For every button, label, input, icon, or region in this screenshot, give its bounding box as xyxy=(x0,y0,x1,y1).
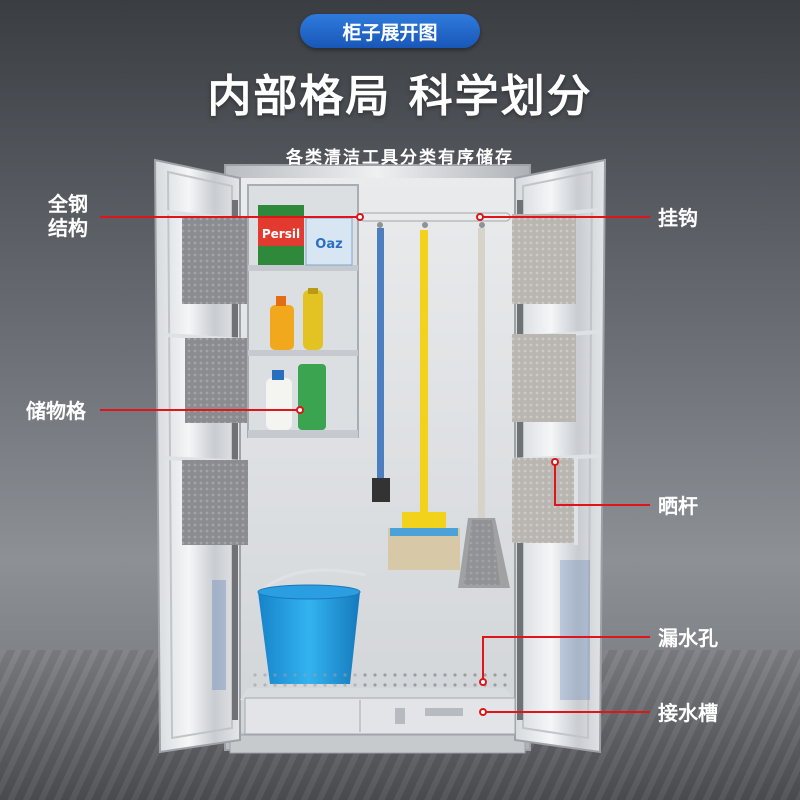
string-mop xyxy=(458,228,510,588)
label-storage-compartment: 储物格 xyxy=(26,399,86,423)
label-drying-rod: 晒杆 xyxy=(658,494,698,518)
label-hook: 挂钩 xyxy=(658,206,698,230)
drain-floor xyxy=(240,668,515,700)
title-badge: 柜子展开图 xyxy=(300,14,480,48)
right-door-towels xyxy=(509,208,599,545)
headline: 内部格局 科学划分 xyxy=(207,71,593,122)
callout-line-drain xyxy=(482,636,650,682)
detergent-brand: Persil xyxy=(262,227,300,241)
brush xyxy=(372,228,390,502)
callout-line-drying-rod xyxy=(554,462,650,506)
drip-drawer xyxy=(244,697,516,735)
label-drain-holes: 漏水孔 xyxy=(658,626,718,650)
storage-shelves: Persil Oaz xyxy=(247,184,359,438)
box-brand: Oaz xyxy=(315,237,342,252)
squeegee-mop xyxy=(388,230,460,570)
label-drip-tray: 接水槽 xyxy=(658,701,718,725)
left-door-towels xyxy=(164,210,250,545)
callout-lines xyxy=(100,213,650,716)
label-steel-structure: 全钢 结构 xyxy=(48,192,88,240)
bucket xyxy=(257,568,366,684)
subheadline: 各类清洁工具分类有序储存 xyxy=(286,148,514,168)
